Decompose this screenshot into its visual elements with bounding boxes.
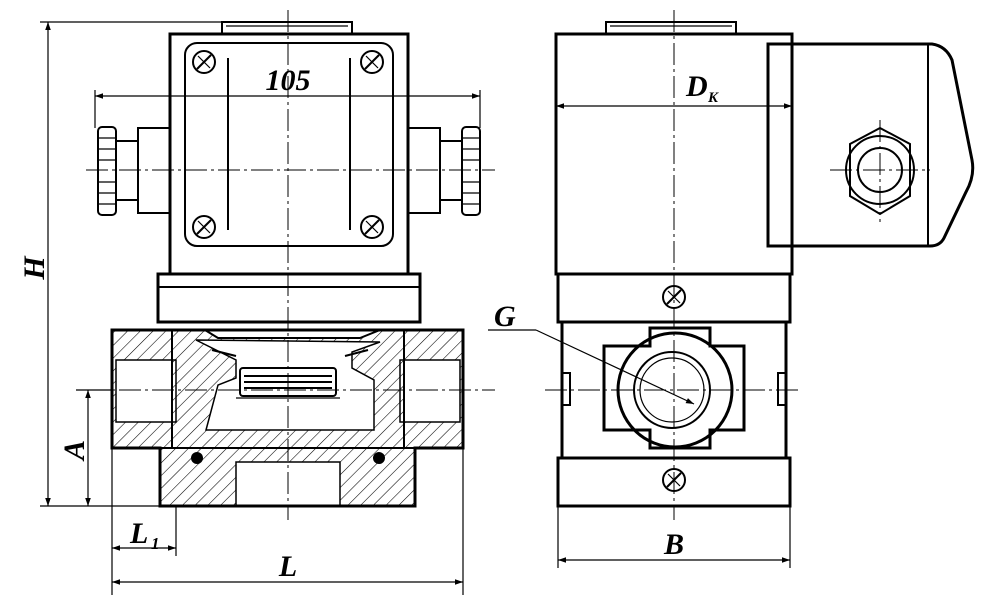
label-length: L bbox=[278, 550, 297, 583]
label-coil-diameter: D bbox=[685, 70, 708, 103]
front-neck bbox=[156, 272, 422, 324]
screw-icon bbox=[192, 215, 216, 239]
label-thread: G bbox=[494, 300, 516, 333]
label-width-top: 105 bbox=[266, 64, 311, 97]
label-end-length-sub: 1 bbox=[151, 534, 160, 553]
left-cable-gland bbox=[97, 126, 171, 216]
screw-icon bbox=[360, 50, 384, 74]
front-view: H A 105 L 1 L bbox=[18, 10, 495, 595]
front-valve-body bbox=[110, 328, 465, 508]
screw-icon bbox=[192, 50, 216, 74]
label-height: H bbox=[18, 255, 51, 281]
connector-plug bbox=[766, 42, 975, 248]
side-view: D K G B bbox=[488, 10, 975, 568]
front-top-cap bbox=[221, 21, 353, 35]
screw-icon bbox=[360, 215, 384, 239]
right-cable-gland bbox=[407, 126, 481, 216]
label-coil-diameter-sub: K bbox=[707, 90, 719, 106]
label-width: B bbox=[663, 528, 684, 561]
label-axis-height: A bbox=[58, 440, 91, 462]
label-end-length: L bbox=[129, 517, 148, 550]
front-cover-plate bbox=[184, 42, 394, 247]
side-top-cap bbox=[605, 21, 737, 35]
